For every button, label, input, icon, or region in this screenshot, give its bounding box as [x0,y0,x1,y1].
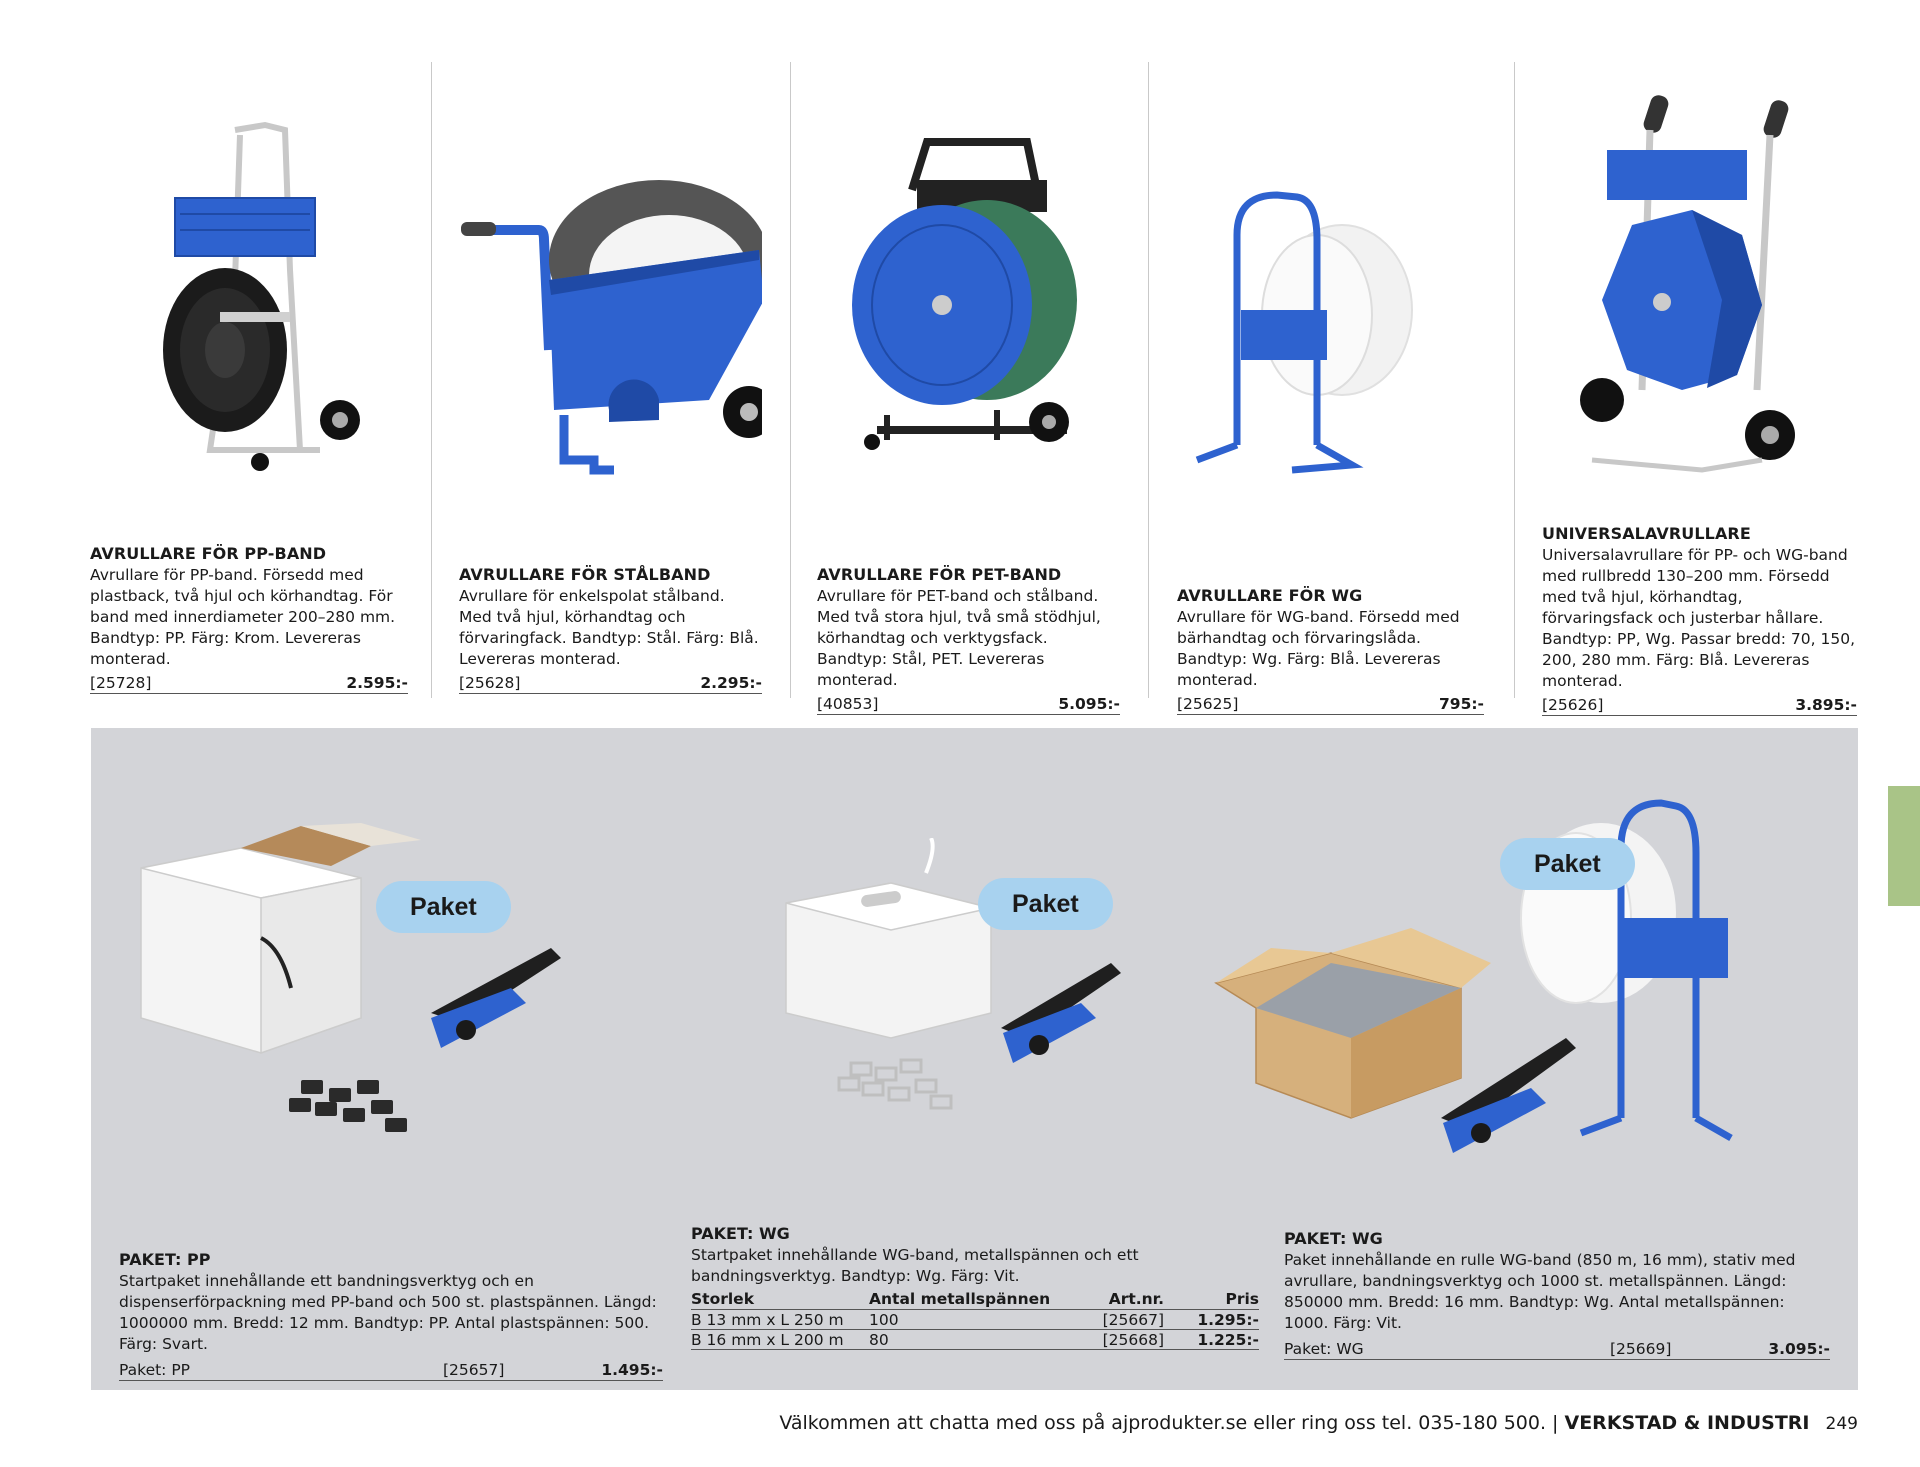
column-header-size: Storlek [691,1287,869,1310]
column-divider [431,62,432,698]
article-number: [25628] [459,674,521,692]
article-number: [25657] [443,1361,505,1379]
price: 3.895:- [1795,696,1857,714]
package-price-line: Paket: PP [25657] 1.495:- [119,1359,663,1381]
cell-count: 80 [869,1329,1084,1350]
column-divider [1148,62,1149,698]
column-header-price: Pris [1164,1287,1259,1310]
cell-size: B 16 mm x L 200 m [691,1329,869,1350]
price: 795:- [1439,695,1484,713]
package-description: Startpaket innehållande WG-band, metalls… [691,1246,1139,1285]
price: 2.295:- [700,674,762,692]
price-line: [25626] 3.895:- [1542,692,1857,716]
package-price-line: Paket: WG [25669] 3.095:- [1284,1338,1830,1360]
cell-art: [25668] [1084,1329,1164,1350]
column-divider [790,62,791,698]
package-panel: Paket Paket Paket PAKET: PP [91,728,1858,1390]
section-tab [1888,786,1920,906]
article-number: [40853] [817,695,879,713]
product-pet-dispenser: AVRULLARE FÖR PET-BAND Avrullare för PET… [817,0,1120,715]
product-description: Avrullare för WG-band. Försedd med bärha… [1177,608,1460,689]
price: 5.095:- [1058,695,1120,713]
package-badge: Paket [376,881,511,933]
table-row: B 13 mm x L 250 m 100 [25667] 1.295:- [691,1309,1259,1330]
pp-dispenser-image [163,121,360,471]
price-line: [25628] 2.295:- [459,670,762,694]
footer-contact-text: Välkommen att chatta med oss på ajproduk… [779,1412,1546,1434]
steel-dispenser-image [461,180,762,475]
package-description: Paket innehållande en rulle WG-band (850… [1284,1251,1796,1332]
cell-size: B 13 mm x L 250 m [691,1309,869,1330]
page-number: 249 [1825,1414,1858,1434]
variant-table: Storlek Antal metallspännen Art.nr. Pris… [691,1287,1259,1350]
article-number: [25625] [1177,695,1239,713]
column-header-count: Antal metallspännen [869,1287,1084,1310]
price-line: [25728] 2.595:- [90,670,408,694]
universal-dispenser-image [1580,95,1795,473]
footer-section-name: VERKSTAD & INDUSTRI [1564,1412,1810,1434]
wg-full-package-image [1214,799,1733,1153]
package-badge: Paket [1500,838,1635,890]
price: 1.495:- [601,1361,663,1379]
cell-price: 1.225:- [1164,1329,1259,1350]
page-footer: Välkommen att chatta med oss på ajproduk… [700,1412,1858,1434]
price-line: [25625] 795:- [1177,691,1484,715]
product-title: AVRULLARE FÖR PET-BAND [817,565,1062,584]
footer-divider: | [1552,1412,1559,1434]
wg-dispenser-image [1195,191,1413,474]
price: 2.595:- [346,674,408,692]
package-pp: PAKET: PP Startpaket innehållande ett ba… [119,1250,663,1381]
product-universal-dispenser: UNIVERSALAVRULLARE Universalavrullare fö… [1542,0,1857,716]
pet-dispenser-image [852,138,1077,450]
product-title: AVRULLARE FÖR WG [1177,586,1363,605]
column-divider [1514,62,1515,698]
product-wg-dispenser: AVRULLARE FÖR WG Avrullare för WG-band. … [1177,0,1484,715]
column-header-art: Art.nr. [1084,1287,1164,1310]
package-wg-starter: PAKET: WG Startpaket innehållande WG-ban… [691,1224,1259,1350]
article-number: [25669] [1610,1340,1672,1358]
product-description: Avrullare för PET-band och stålband. Med… [817,587,1101,689]
cell-count: 100 [869,1309,1084,1330]
product-description: Avrullare för enkelspolat stålband. Med … [459,587,759,668]
package-line-label: Paket: WG [1284,1340,1364,1358]
package-line-label: Paket: PP [119,1361,191,1379]
package-description: Startpaket innehållande ett bandningsver… [119,1272,657,1353]
pp-package-image [140,823,561,1132]
package-badge: Paket [978,878,1113,930]
package-title: PAKET: WG [691,1224,790,1243]
product-steel-dispenser: AVRULLARE FÖR STÅLBAND Avrullare för enk… [459,0,762,700]
product-title: AVRULLARE FÖR PP-BAND [90,544,327,563]
table-row: B 16 mm x L 200 m 80 [25668] 1.225:- [691,1329,1259,1350]
package-wg-full: PAKET: WG Paket innehållande en rulle WG… [1284,1229,1830,1360]
product-title: AVRULLARE FÖR STÅLBAND [459,565,711,584]
article-number: [25728] [90,674,152,692]
cell-art: [25667] [1084,1309,1164,1330]
package-title: PAKET: WG [1284,1229,1383,1248]
product-description: Universalavrullare för PP- och WG-band m… [1542,546,1856,690]
product-description: Avrullare för PP-band. Försedd med plast… [90,566,396,668]
wg-starter-image [785,838,1121,1110]
cell-price: 1.295:- [1164,1309,1259,1330]
product-title: UNIVERSALAVRULLARE [1542,524,1751,543]
product-pp-dispenser: AVRULLARE FÖR PP-BAND Avrullare för PP-b… [90,0,408,700]
article-number: [25626] [1542,696,1604,714]
table-header-row: Storlek Antal metallspännen Art.nr. Pris [691,1287,1259,1310]
price: 3.095:- [1768,1340,1830,1358]
package-title: PAKET: PP [119,1250,211,1269]
price-line: [40853] 5.095:- [817,691,1120,715]
